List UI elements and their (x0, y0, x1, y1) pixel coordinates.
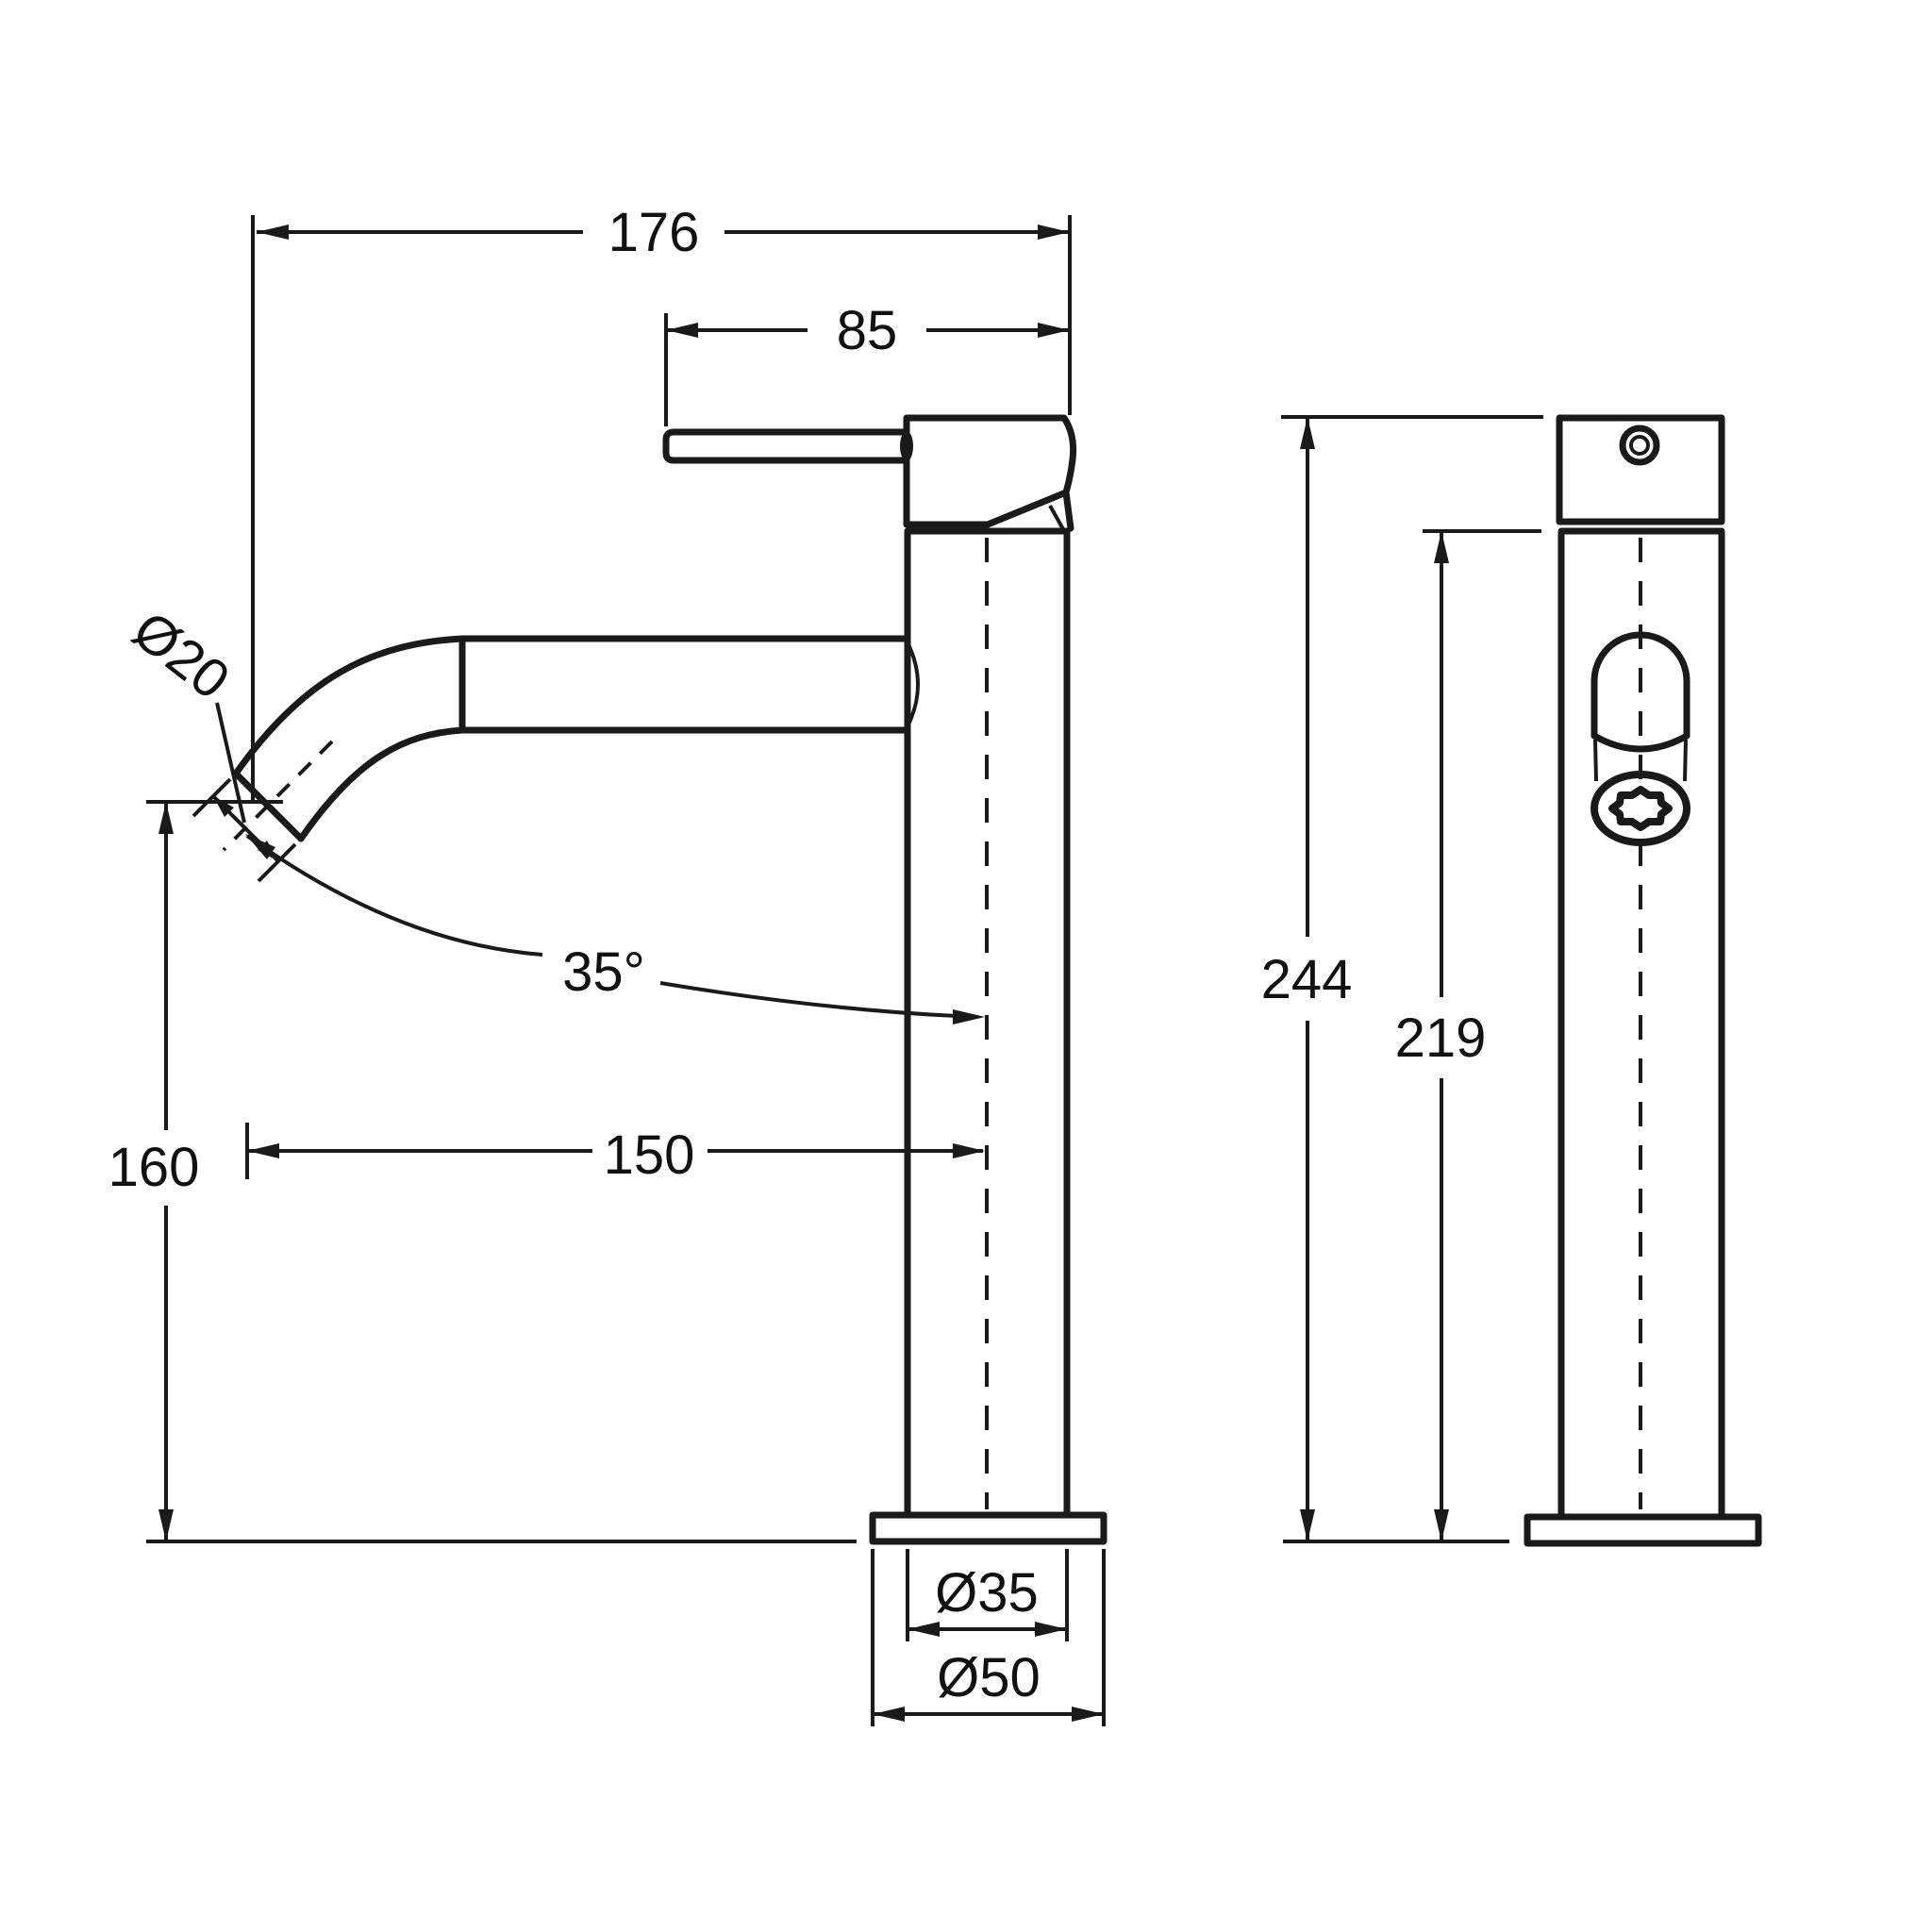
arrow-left-icon (908, 1622, 940, 1637)
arrow-left-icon (247, 1143, 279, 1158)
front-spout (1591, 631, 1690, 846)
cartridge-housing (903, 414, 1077, 532)
housing-collar-edge (1048, 505, 1065, 530)
arrow-right-icon (1038, 225, 1070, 240)
angle-arc-right (659, 981, 978, 1019)
dim-label-outlet-height: 160 (108, 1137, 200, 1198)
arrow-top-icon (1434, 531, 1449, 563)
front-view: 244 219 (1261, 414, 1762, 1547)
top-screw-center-icon (1629, 435, 1650, 456)
base-plate (869, 1511, 1108, 1545)
arrow-tip-icon (245, 834, 275, 859)
arrow-top-icon (158, 802, 174, 834)
spout-front-capsule (1591, 631, 1690, 740)
spout-body-fillet (906, 641, 920, 727)
dim-label-base-diameter: Ø50 (937, 1647, 1041, 1708)
body-column (904, 527, 1071, 1519)
ext-line-inner (257, 842, 297, 883)
side-view: 176 85 Ø20 35° (108, 202, 1108, 1726)
spout-top-edge (232, 635, 911, 777)
dim-body-diameter: Ø35 (906, 1549, 1069, 1641)
arrow-bottom-icon (158, 1509, 174, 1541)
aerator-scallop-icon (1608, 786, 1673, 831)
spout-bottom-edge (297, 726, 911, 842)
dim-label-upper-body-height: 219 (1395, 1008, 1487, 1069)
arrow-bottom-icon (1434, 1509, 1449, 1541)
front-body-column (1557, 527, 1725, 1521)
front-column-outline (1557, 527, 1725, 1521)
aerator-housing-sides (1593, 739, 1688, 782)
dim-label-handle-length: 85 (837, 300, 898, 361)
dim-outlet-height: 160 (108, 800, 283, 1541)
arrow-right-icon (1072, 1707, 1104, 1722)
arrow-left-icon (873, 1707, 905, 1722)
angle-arc-left (245, 834, 543, 957)
housing-right-lower-edge (1062, 489, 1074, 532)
aerator-ring-icon (1591, 771, 1690, 846)
dim-total-projection: 176 (251, 202, 1072, 800)
dim-spout-reach: 150 (245, 1123, 985, 1186)
ext-line-outer (192, 777, 232, 818)
spout-front-shoulder (1591, 732, 1690, 753)
dim-label-spout-angle: 35° (562, 941, 645, 1003)
arrow-right-icon (1035, 1622, 1067, 1637)
arrow-left-icon (257, 225, 289, 240)
dim-spout-angle: 35° (245, 834, 985, 1024)
dim-base-diameter: Ø50 (871, 1549, 1106, 1726)
arrow-top-icon (1300, 417, 1315, 449)
dim-overall-height: 244 (1261, 415, 1543, 1541)
lever-outline (662, 428, 910, 464)
cap-outline (1556, 414, 1725, 525)
dim-label-total-projection: 176 (608, 202, 700, 263)
arrow-left-icon (666, 323, 698, 338)
dim-upper-body-height: 219 (1395, 529, 1541, 1541)
front-base-plate (1524, 1513, 1762, 1547)
dim-label-spout-diameter: Ø20 (122, 599, 241, 711)
dim-handle-length: 85 (664, 300, 1070, 426)
dim-label-overall-height: 244 (1261, 949, 1353, 1010)
dim-spout-tip-diameter: Ø20 (122, 599, 297, 883)
arrow-bottom-icon (1300, 1509, 1315, 1541)
housing-outline (903, 414, 1077, 528)
top-screw-icon (1619, 425, 1660, 466)
arrow-right-icon (953, 1143, 985, 1158)
spout-outline (222, 635, 920, 852)
handle-lever (662, 428, 913, 464)
front-cap (1556, 414, 1725, 525)
arrow-right-icon (953, 1009, 985, 1024)
dim-label-body-diameter: Ø35 (935, 1562, 1039, 1624)
spout-tip-centerline (222, 740, 334, 852)
dim-label-spout-reach: 150 (604, 1124, 695, 1186)
arrow-right-icon (1038, 323, 1070, 338)
